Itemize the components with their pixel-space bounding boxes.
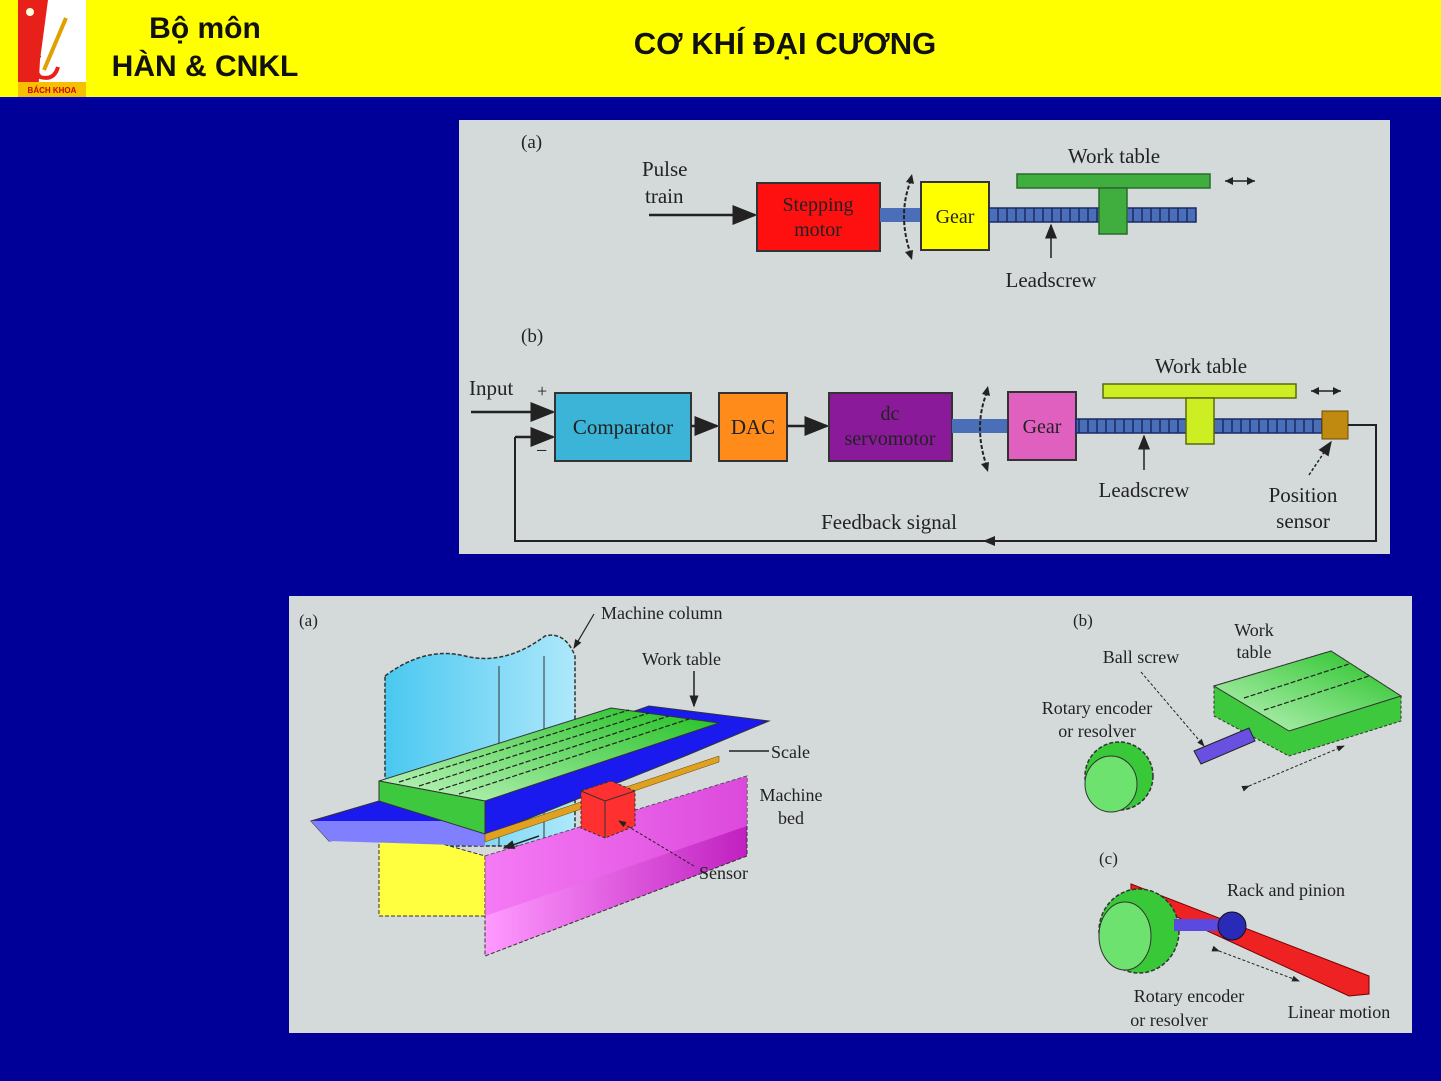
machine-column-label: Machine column	[601, 603, 722, 623]
fig-b-tag: (b)	[521, 326, 543, 347]
control-diagram-panel: (a) Pulse train Stepping motor Gear Work…	[459, 120, 1390, 554]
gear-block-a	[920, 181, 990, 251]
university-logo: BÁCH KHOA	[18, 0, 86, 97]
pulse-train-label-2: train	[645, 184, 684, 208]
machine-drive-panel: (a) Machine column Work table Scale Mach…	[289, 596, 1412, 1033]
sensor-label: Sensor	[699, 863, 748, 883]
rotation-arrow-icon-b	[979, 391, 988, 468]
linear-motion-label: Linear motion	[1288, 1002, 1390, 1022]
encoder-label-b-2: or resolver	[1058, 721, 1135, 741]
comparator-label: Comparator	[573, 415, 673, 439]
servo-shaft	[952, 419, 1008, 433]
position-sensor-block	[1321, 410, 1349, 440]
machine-column-pointer	[573, 613, 595, 650]
worktable-label-bottom-b-2: table	[1237, 642, 1272, 662]
machine-bed-label-2: bed	[778, 808, 804, 828]
department-line-1: Bộ môn	[149, 12, 261, 45]
ball-screw	[1193, 727, 1256, 765]
gear-label-a: Gear	[936, 206, 975, 228]
sensor-cube	[580, 780, 636, 839]
fig-a-tag-bottom: (a)	[299, 611, 318, 630]
ballscrew-pointer	[1140, 671, 1205, 747]
worktable-label-b: Work table	[1155, 354, 1247, 378]
plus-sign: +	[537, 381, 547, 401]
ballscrew-label: Ball screw	[1103, 647, 1179, 667]
leadscrew-label-a: Leadscrew	[1006, 268, 1098, 292]
motion-arrow-a	[502, 835, 540, 849]
encoder-label-c-2: or resolver	[1130, 1010, 1207, 1030]
encoder-label-c-1: Rotary encoder	[1134, 986, 1244, 1006]
pinion	[1217, 911, 1247, 941]
worktable-nut-a	[1098, 187, 1128, 235]
pinion-shaft	[1174, 919, 1224, 931]
worktable-top-a	[1016, 173, 1211, 189]
rotation-arrow-icon	[903, 179, 912, 256]
sensor-pointer-a	[618, 820, 695, 867]
feedback-loop-line	[514, 424, 1377, 542]
logo-text: BÁCH KHOA	[28, 86, 77, 95]
input-label: Input	[469, 376, 513, 400]
servomotor-label-2: servomotor	[844, 428, 935, 450]
motion-arrow-b	[1241, 745, 1345, 792]
worktable-top-b	[1102, 383, 1297, 399]
leadscrew-label-b: Leadscrew	[1099, 478, 1191, 502]
encoder-label-b-1: Rotary encoder	[1042, 698, 1152, 718]
motion-arrow-c	[1211, 945, 1300, 982]
sensor-pointer	[1308, 440, 1332, 476]
position-sensor-label-2: sensor	[1276, 509, 1330, 533]
scale-label: Scale	[771, 742, 810, 762]
stepping-motor-label-2: motor	[794, 219, 842, 241]
fig-a-tag: (a)	[521, 132, 542, 153]
rack-pinion-label: Rack and pinion	[1227, 880, 1345, 900]
stepping-motor-block	[756, 182, 881, 252]
machine-bed-label-1: Machine	[760, 785, 823, 805]
fig-c-tag: (c)	[1099, 849, 1118, 868]
fig-b-tag-bottom: (b)	[1073, 611, 1093, 630]
slide-header: BÁCH KHOA Bộ môn HÀN & CNKL CƠ KHÍ ĐẠI C…	[0, 0, 1441, 99]
leadscrew-a	[988, 207, 1197, 223]
servomotor-block	[828, 392, 953, 462]
motor-shaft	[880, 208, 922, 222]
department-name: Bộ môn HÀN & CNKL	[100, 10, 310, 86]
minus-sign: −	[536, 440, 547, 462]
gear-label-b: Gear	[1023, 416, 1062, 438]
position-sensor-label-1: Position	[1269, 483, 1338, 507]
dac-block	[718, 392, 788, 462]
department-line-2: HÀN & CNKL	[111, 50, 299, 83]
servomotor-label-1: dc	[881, 403, 900, 425]
worktable-nut-b	[1185, 397, 1215, 445]
pulse-train-label-1: Pulse	[642, 157, 688, 181]
feedback-signal-label: Feedback signal	[821, 510, 957, 534]
worktable-label-bottom-b-1: Work	[1234, 620, 1274, 640]
worktable-label-bottom-a: Work table	[642, 649, 721, 669]
stepping-motor-label-1: Stepping	[782, 194, 853, 216]
dac-label: DAC	[731, 415, 775, 439]
worktable-label-a: Work table	[1068, 144, 1160, 168]
course-title: CƠ KHÍ ĐẠI CƯƠNG	[633, 26, 937, 61]
